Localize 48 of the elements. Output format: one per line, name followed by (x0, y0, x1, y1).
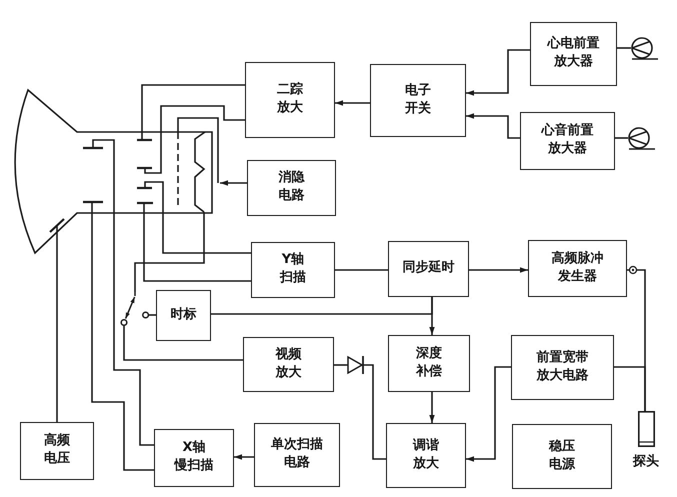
block-box: 同步延时 (388, 241, 469, 297)
arrow (234, 454, 254, 460)
arrow (429, 392, 435, 423)
block-box: 深度补偿 (388, 335, 470, 392)
cathode-ray-tube (12, 87, 220, 256)
diode-symbol (346, 355, 366, 375)
arrow (220, 180, 247, 186)
connector-line (220, 252, 251, 254)
sensor-icon (628, 127, 656, 153)
connector-line (113, 256, 154, 446)
connector-line (617, 47, 631, 49)
block-box: 调谐放大 (386, 423, 466, 488)
connector-line (91, 256, 154, 471)
connector-line (56, 256, 58, 422)
arrow (466, 49, 530, 96)
connector-line (366, 364, 386, 460)
connector-line (141, 84, 245, 87)
block-box: 高频电压 (20, 422, 94, 480)
block-box: 电子开关 (370, 64, 466, 137)
arrow (335, 100, 370, 106)
block-box: 高频脉冲发生器 (528, 240, 627, 297)
block-box: 心音前置放大器 (520, 112, 615, 170)
block-box: 单次扫描电路 (254, 423, 340, 487)
connector-line (123, 326, 243, 361)
connector-line (334, 364, 346, 366)
node-label: 探头 (632, 453, 660, 470)
block-box: 二踪放大 (245, 62, 335, 138)
block-box: 时标 (156, 290, 211, 341)
connector-line (614, 366, 646, 411)
block-box: 消隐电路 (247, 160, 336, 216)
connector-line (143, 256, 251, 282)
connector-line (134, 256, 205, 292)
connector-line (211, 297, 433, 315)
connector-line (615, 137, 628, 139)
block-box: 心电前置放大器 (530, 22, 617, 86)
sensor-icon (631, 37, 659, 63)
arrow (469, 267, 528, 273)
switch-symbol (119, 292, 149, 326)
arrow (466, 113, 520, 139)
block-box: 视频放大 (243, 337, 334, 392)
arrow (466, 366, 511, 462)
connector-line (220, 105, 245, 121)
block-box: Y轴扫描 (251, 242, 335, 298)
block-box: 稳压电源 (512, 424, 612, 489)
connector-line (149, 314, 156, 316)
block-box: 前置宽带放大电路 (511, 335, 614, 400)
block-box: X轴慢扫描 (154, 429, 234, 487)
connector-line (335, 269, 388, 271)
